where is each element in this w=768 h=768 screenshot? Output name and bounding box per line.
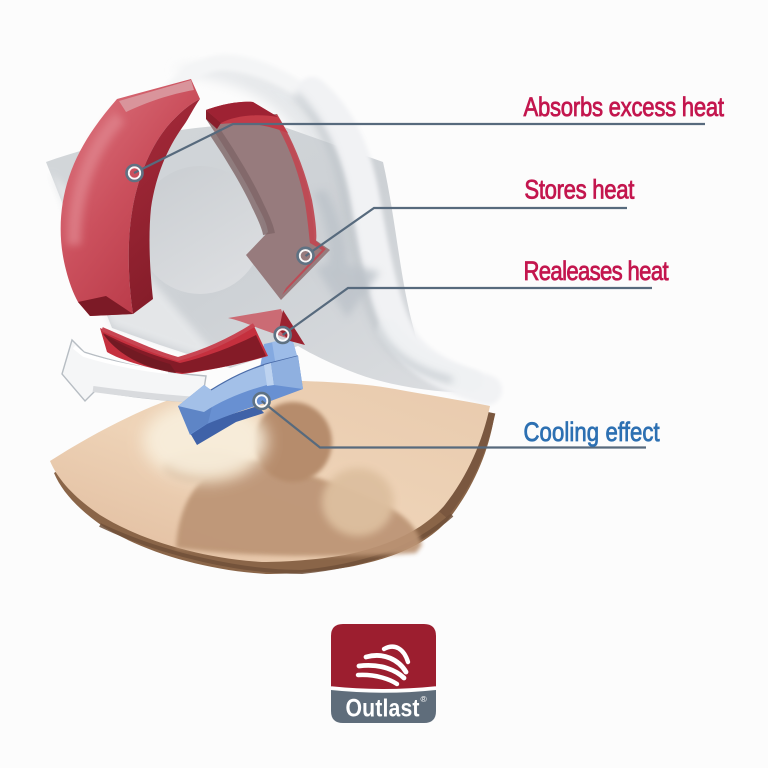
svg-text:®: ® xyxy=(421,694,428,704)
svg-text:Absorbs excess heat: Absorbs excess heat xyxy=(523,93,724,123)
svg-text:Realeases heat: Realeases heat xyxy=(523,257,668,287)
svg-text:Stores heat: Stores heat xyxy=(524,176,634,206)
svg-text:Outlast: Outlast xyxy=(346,694,420,722)
svg-text:Cooling effect: Cooling effect xyxy=(523,418,659,448)
